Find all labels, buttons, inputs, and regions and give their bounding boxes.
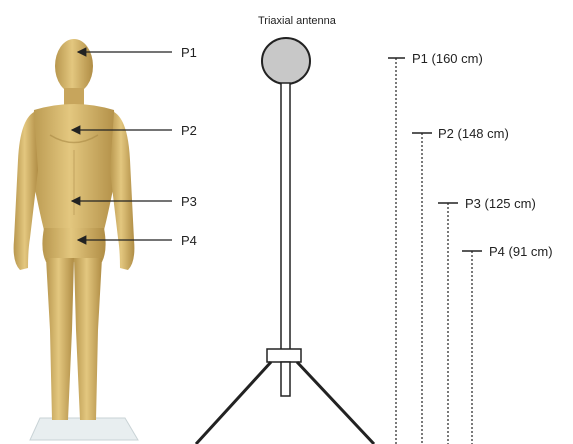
point-label-p2: P2 (181, 123, 197, 138)
triaxial-antenna-icon (262, 38, 310, 84)
point-label-p4: P4 (181, 233, 197, 248)
antenna-stand: Triaxial antenna (196, 15, 374, 444)
height-marker-p2: P2 (148 cm) (412, 126, 509, 444)
point-label-p3: P3 (181, 194, 197, 209)
height-label-p4: P4 (91 cm) (489, 244, 553, 259)
height-label-p3: P3 (125 cm) (465, 196, 536, 211)
antenna-mast (281, 83, 290, 353)
height-marker-p1: P1 (160 cm) (388, 51, 483, 444)
tripod-clamp (267, 349, 301, 362)
height-label-p1: P1 (160 cm) (412, 51, 483, 66)
height-label-p2: P2 (148 cm) (438, 126, 509, 141)
height-markers: P1 (160 cm) P2 (148 cm) P3 (125 cm) P4 (… (388, 51, 553, 444)
height-marker-p4: P4 (91 cm) (462, 244, 553, 444)
antenna-label: Triaxial antenna (258, 15, 337, 27)
height-marker-p3: P3 (125 cm) (438, 196, 536, 444)
point-label-p1: P1 (181, 45, 197, 60)
